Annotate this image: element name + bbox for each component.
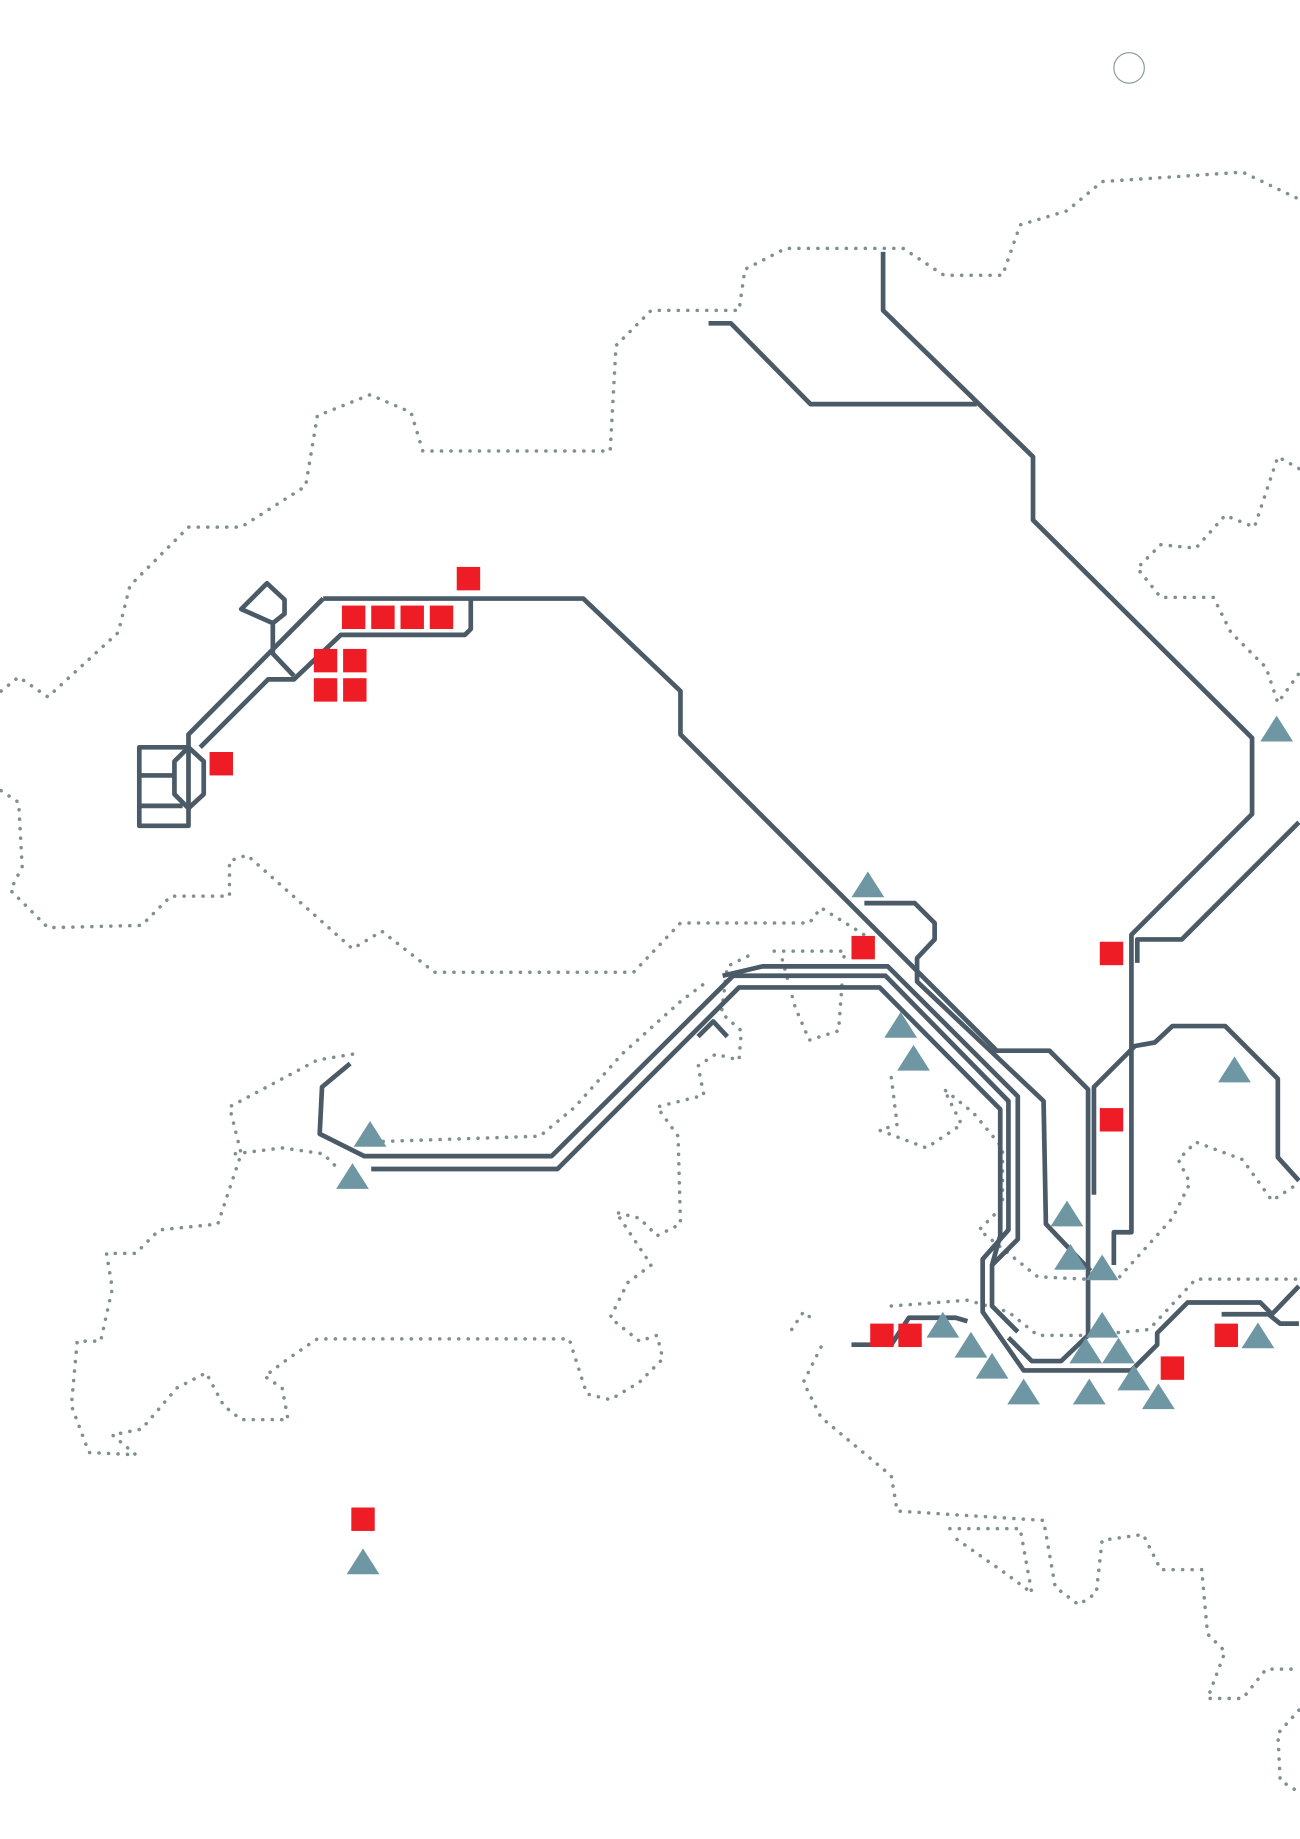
red-square-marker-icon[interactable]	[343, 648, 367, 673]
red-square-marker-icon[interactable]	[341, 605, 366, 630]
triangle-marker-icon[interactable]	[353, 1120, 387, 1147]
triangle-marker-icon[interactable]	[851, 871, 885, 898]
red-square-marker-icon[interactable]	[1214, 1323, 1239, 1348]
red-square-marker-icon[interactable]	[870, 1323, 894, 1348]
triangle-marker-icon[interactable]	[975, 1352, 1009, 1379]
triangle-marker-icon[interactable]	[346, 1548, 380, 1575]
red-square-marker-icon[interactable]	[429, 605, 454, 630]
red-square-marker-icon[interactable]	[1099, 1108, 1124, 1132]
triangle-marker-icon[interactable]	[1141, 1383, 1175, 1410]
red-square-marker-icon[interactable]	[209, 751, 234, 776]
triangle-marker-icon[interactable]	[336, 1163, 369, 1189]
red-square-marker-icon[interactable]	[313, 648, 338, 673]
compass-circle-icon[interactable]	[1113, 52, 1145, 84]
red-square-marker-icon[interactable]	[456, 566, 481, 591]
rail-lines	[136, 251, 1300, 1373]
triangle-marker-icon[interactable]	[1102, 1337, 1135, 1364]
red-square-marker-icon[interactable]	[400, 605, 424, 630]
red-square-marker-icon[interactable]	[371, 605, 395, 630]
triangle-marker-icon[interactable]	[1054, 1243, 1087, 1270]
red-square-marker-icon[interactable]	[313, 678, 338, 702]
triangle-marker-icon[interactable]	[1007, 1378, 1041, 1405]
red-square-marker-icon[interactable]	[1099, 941, 1124, 966]
station-square-markers	[209, 566, 1239, 1531]
triangle-marker-icon[interactable]	[1050, 1200, 1084, 1227]
triangle-marker-icon[interactable]	[954, 1331, 988, 1358]
red-square-marker-icon[interactable]	[343, 678, 367, 702]
red-square-marker-icon[interactable]	[1160, 1356, 1185, 1380]
triangle-marker-icon[interactable]	[897, 1044, 930, 1071]
triangle-marker-icon[interactable]	[1260, 715, 1294, 742]
station-triangle-markers	[336, 715, 1294, 1575]
triangle-marker-icon[interactable]	[884, 1012, 918, 1038]
red-square-marker-icon[interactable]	[898, 1323, 922, 1348]
coastline	[0, 170, 1300, 1794]
triangle-marker-icon[interactable]	[1069, 1337, 1103, 1364]
triangle-marker-icon[interactable]	[1085, 1311, 1119, 1338]
triangle-marker-icon[interactable]	[1218, 1056, 1251, 1083]
triangle-marker-icon[interactable]	[1085, 1254, 1119, 1281]
triangle-marker-icon[interactable]	[1241, 1322, 1275, 1349]
red-square-marker-icon[interactable]	[351, 1507, 375, 1531]
triangle-marker-icon[interactable]	[926, 1311, 960, 1338]
triangle-marker-icon[interactable]	[1117, 1364, 1151, 1391]
red-square-marker-icon[interactable]	[851, 935, 875, 960]
triangle-marker-icon[interactable]	[1072, 1378, 1106, 1405]
